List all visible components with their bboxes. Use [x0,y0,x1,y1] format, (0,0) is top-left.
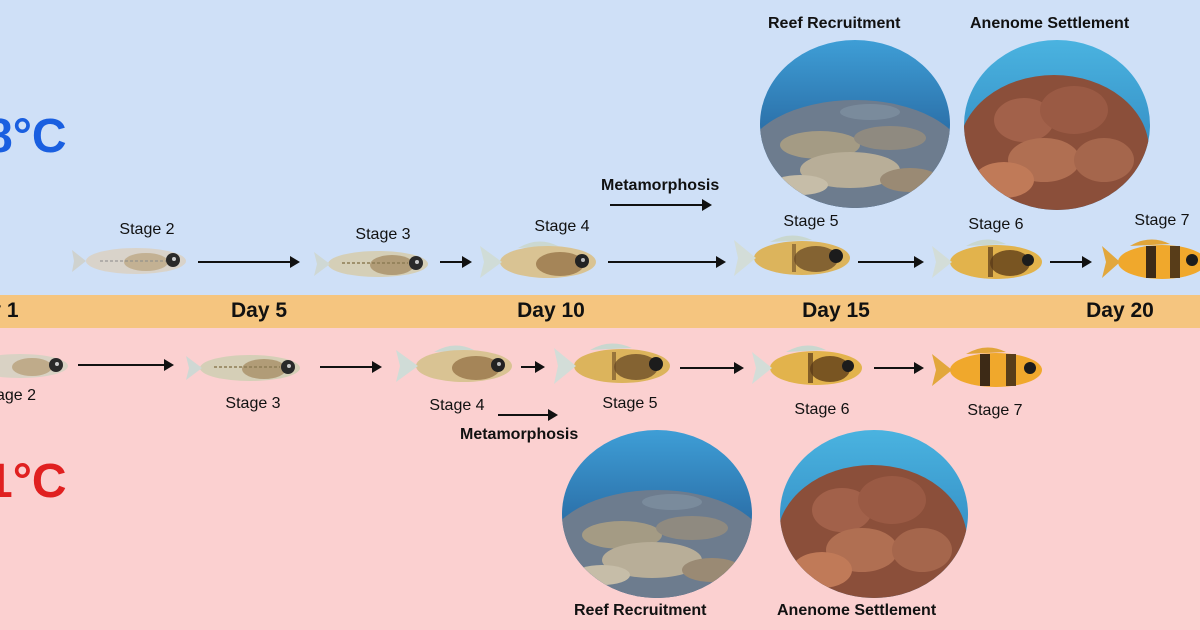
stage-5-label-bottom: Stage 5 [602,395,658,412]
stage-7-label-bottom: Stage 7 [967,402,1023,419]
fish-stage-5-top [734,235,850,276]
day-label-20: Day 20 [1086,299,1154,322]
arrow-bottom-2 [320,361,382,373]
fish-stage-3-top [314,251,428,277]
day-label-5: Day 5 [230,299,288,322]
day-label-15: Day 15 [802,299,870,322]
stage-5-label-top: Stage 5 [783,213,839,230]
arrow-top-4 [858,256,924,268]
stage-3-label-bottom: Stage 3 [225,395,281,412]
stage-7-label-top: Stage 7 [1134,212,1190,229]
anemone-settlement-photo-top [964,40,1150,210]
fish-stage-4-bottom [396,345,512,382]
arrow-top-5 [1050,256,1092,268]
metamorphosis-label-top: Metamorphosis [601,177,720,194]
stage-2-label-bottom: age 2 [0,387,37,404]
stage-4-label-top: Stage 4 [534,218,590,235]
arrow-bottom-1 [78,359,174,371]
fish-stage-6-top [932,239,1042,279]
top-temperature-label: 8°C [0,110,67,163]
fish-stage-2-bottom [0,354,68,378]
fish-stage-5-bottom [554,343,670,384]
fish-stage-3-bottom [186,355,300,381]
day-label-10: Day 10 [517,299,585,322]
arrow-top-1 [198,256,300,268]
fish-stage-4-top [480,241,596,278]
reef-recruitment-photo-bottom [562,430,752,598]
anemone-settlement-label-top: Anenome Settlement [970,15,1130,32]
stage-6-label-top: Stage 6 [968,216,1024,233]
arrow-bottom-4 [680,362,744,374]
timeline-band [0,295,1200,328]
reef-recruitment-label-top: Reef Recruitment [768,15,901,32]
metamorphosis-label-bottom: Metamorphosis [460,426,579,443]
metamorphosis-arrow-top [610,199,712,211]
stage-6-label-bottom: Stage 6 [794,401,850,418]
metamorphosis-arrow-bottom [498,409,558,421]
fish-stage-7-top [1102,239,1200,279]
arrow-top-3 [608,256,726,268]
arrow-bottom-3 [521,361,545,373]
fish-stage-6-bottom [752,345,862,385]
stage-3-label-top: Stage 3 [355,226,411,243]
day-label-1: y 1 [0,299,19,322]
fish-stage-2-top [72,248,186,274]
arrow-bottom-5 [874,362,924,374]
arrow-top-2 [440,256,472,268]
reef-recruitment-photo-top [760,40,950,208]
anemone-settlement-label-bottom: Anenome Settlement [777,602,937,619]
reef-recruitment-label-bottom: Reef Recruitment [574,602,707,619]
fish-stage-7-bottom [932,347,1042,387]
bottom-temperature-label: 1°C [0,455,67,508]
stage-4-label-bottom: Stage 4 [429,397,485,414]
stage-2-label-top: Stage 2 [119,221,175,238]
anemone-settlement-photo-bottom [780,430,968,598]
